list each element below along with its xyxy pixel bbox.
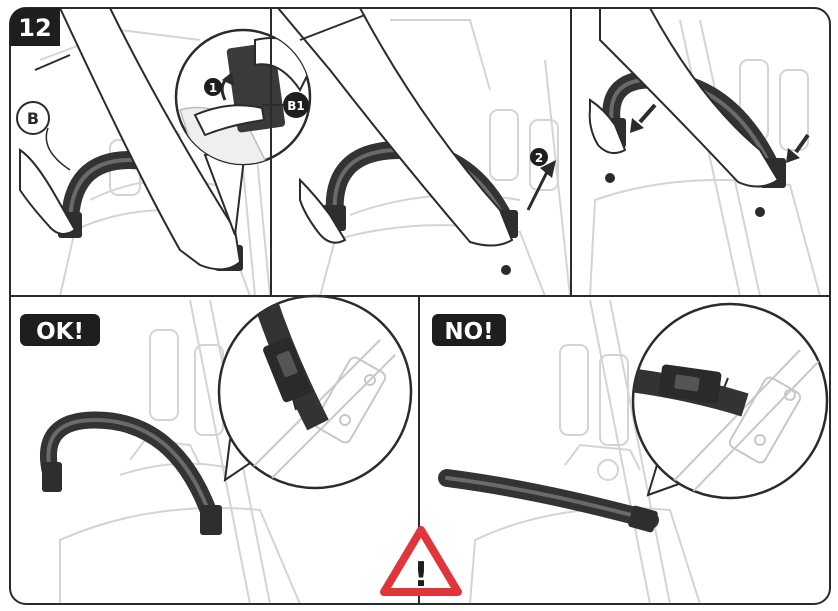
ok-label: OK! <box>36 319 84 345</box>
part-b-label: B <box>27 109 39 128</box>
zoom-detail-incorrect <box>630 304 827 500</box>
zoom-detail-correct <box>219 296 411 490</box>
warning-mark: ! <box>413 555 429 595</box>
step-number: 12 <box>18 14 51 42</box>
step-one-marker: 1 <box>209 81 217 95</box>
no-badge: NO! <box>432 314 506 346</box>
panel-insert-bumper-bar <box>590 8 820 296</box>
step-two-marker: 2 <box>535 151 543 165</box>
ok-badge: OK! <box>20 314 100 346</box>
no-label: NO! <box>444 319 493 345</box>
panel-lift-bumper-bar <box>278 8 570 296</box>
warning-triangle-icon: ! <box>384 530 458 595</box>
step-number-badge: 12 <box>10 8 60 46</box>
lift-arrow-step-two: 2 <box>528 148 556 210</box>
part-b1-label: B1 <box>287 99 305 113</box>
